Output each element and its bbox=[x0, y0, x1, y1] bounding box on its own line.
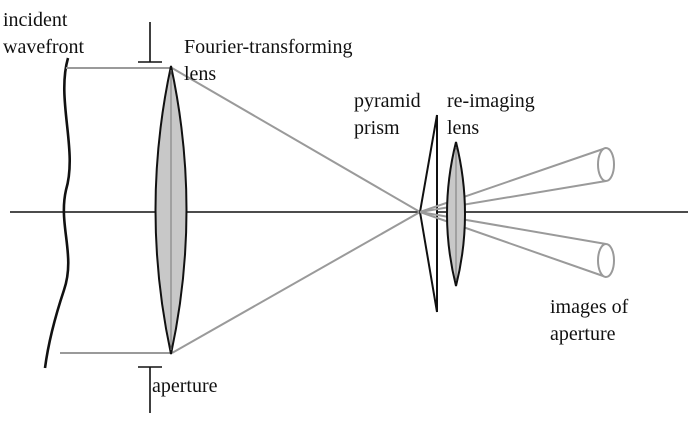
images-of-aperture-label-line1: images of bbox=[550, 296, 629, 318]
aperture-image-upper bbox=[597, 147, 615, 182]
fourier-lens-label-line2: lens bbox=[184, 63, 216, 85]
converging-ray-top bbox=[171, 67, 421, 213]
incident-wavefront bbox=[43, 57, 71, 369]
incident-wavefront-label-line1: incident bbox=[3, 9, 68, 31]
re-imaging-lens-label-line2: lens bbox=[447, 117, 479, 139]
aperture-stop-top bbox=[138, 22, 162, 63]
incident-wavefront-label-line2: wavefront bbox=[3, 36, 85, 58]
pyramid-prism-label-line1: pyramid bbox=[354, 90, 421, 112]
aperture-label: aperture bbox=[152, 375, 218, 397]
fourier-lens-label-line1: Fourier-transforming bbox=[184, 36, 352, 58]
images-of-aperture-label-line2: aperture bbox=[550, 323, 616, 345]
aperture-stop-bottom bbox=[138, 366, 162, 413]
re-imaging-lens-label-line1: re-imaging bbox=[447, 90, 535, 112]
aperture-image-lower bbox=[597, 243, 615, 278]
converging-ray-bottom bbox=[171, 211, 421, 354]
pyramid-prism-label-line2: prism bbox=[354, 117, 400, 139]
